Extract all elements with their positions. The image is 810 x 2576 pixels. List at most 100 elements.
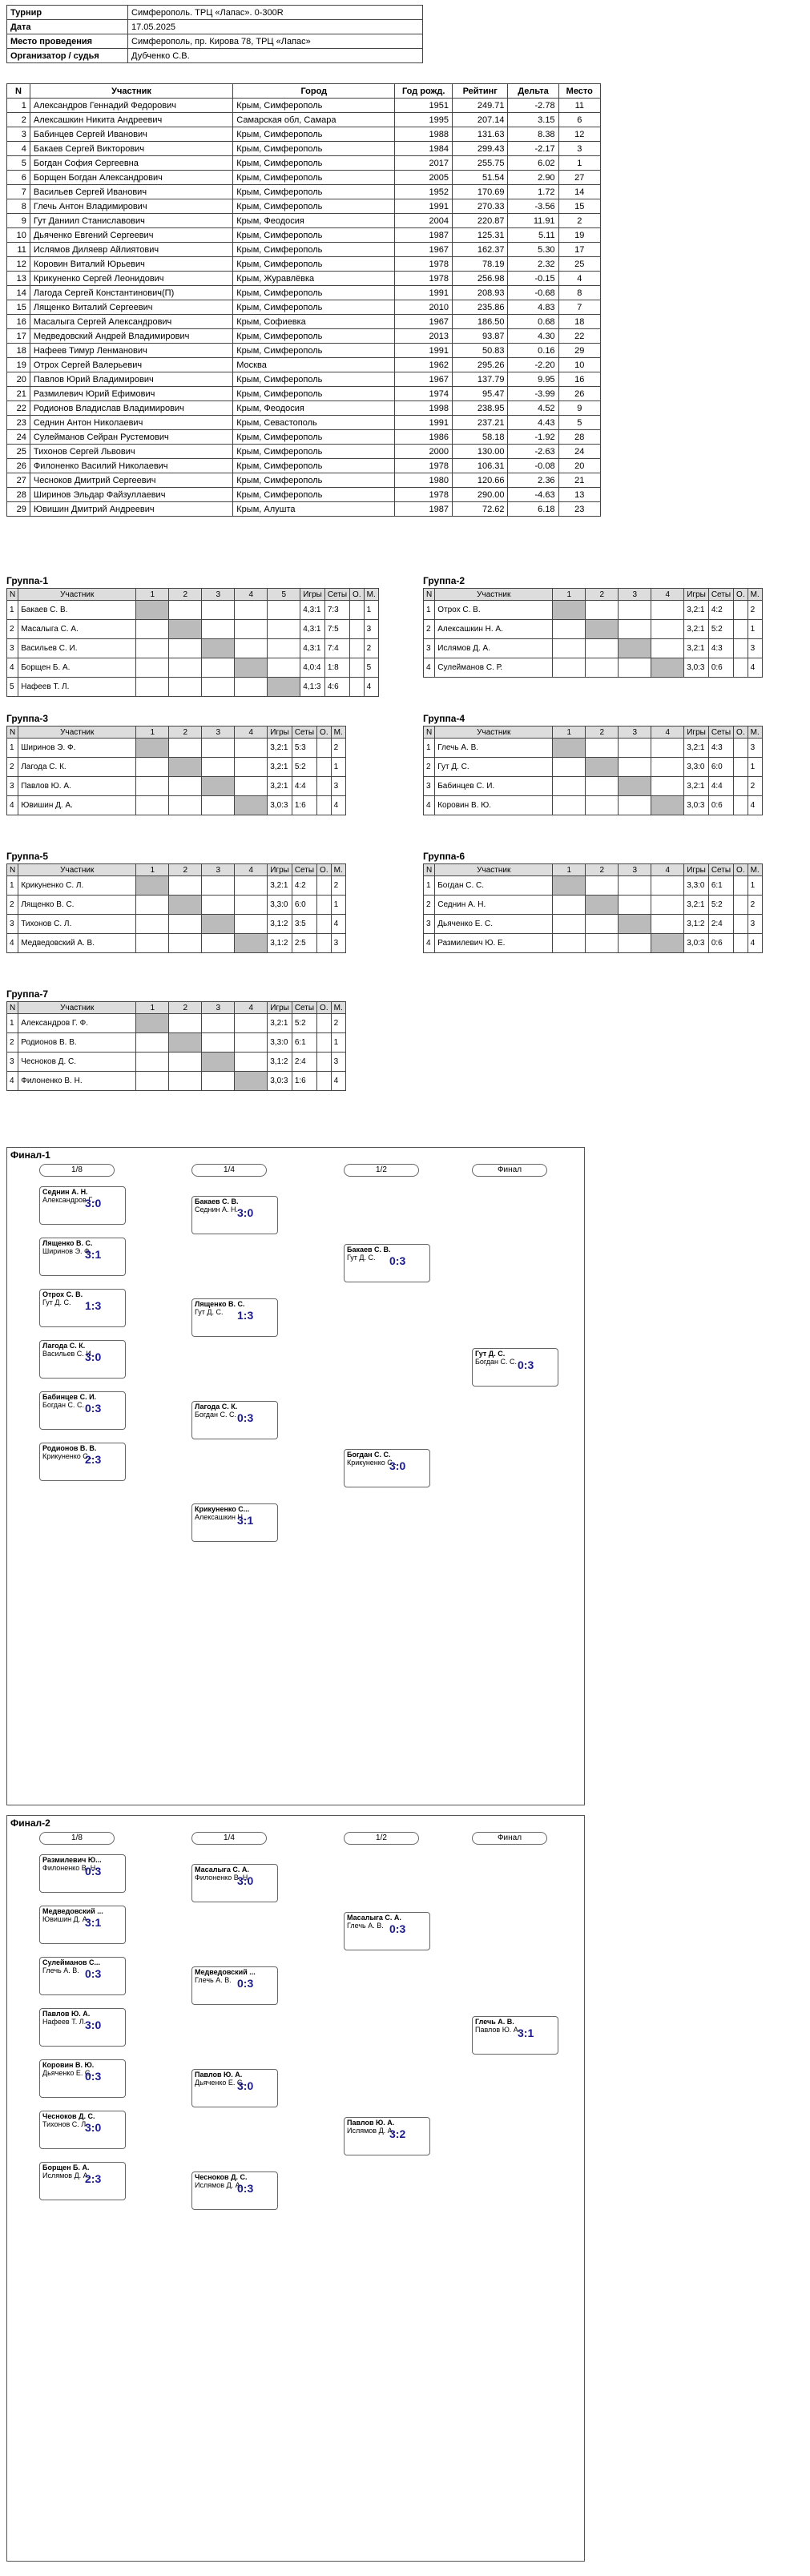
table-cell: 25	[6, 444, 30, 459]
group-score-cell	[135, 933, 170, 953]
table-cell: 11.91	[507, 213, 559, 228]
match-score: 3:0	[237, 1874, 254, 1887]
group-games: 3,2:1	[683, 738, 709, 758]
group-column-header: 3	[201, 1001, 236, 1014]
group-score-cell	[651, 619, 685, 639]
group-row-number: 3	[422, 638, 436, 658]
group-games: 3,1:2	[267, 933, 292, 953]
group-score-cell	[201, 795, 236, 815]
group-score-cell	[234, 776, 268, 796]
group-column-header: 3	[618, 863, 652, 876]
r16-match: Родионов В. В.Крикуненко С...2:3	[39, 1443, 126, 1481]
table-cell: 50.83	[451, 343, 509, 358]
table-cell: 15	[6, 300, 30, 315]
group-player-name: Крикуненко С. Л.	[18, 875, 137, 896]
table-cell: 5	[6, 155, 30, 171]
group-score-cell	[201, 1013, 236, 1033]
group-score-cell	[618, 895, 652, 915]
group-self-cell	[201, 914, 236, 934]
table-cell: Нафеев Тимур Ленманович	[29, 343, 234, 358]
table-cell: Филоненко Василий Николаевич	[29, 458, 234, 473]
group-player-name: Лагода С. К.	[18, 757, 137, 777]
match-loser: Ювишин Д. А.	[42, 1915, 90, 1923]
table-cell: Крым, Симферополь	[232, 473, 396, 488]
group-player-name: Седнин А. Н.	[434, 895, 554, 915]
group-score-cell	[234, 600, 268, 620]
match-winner: Бабинцев С. И.	[42, 1393, 97, 1401]
match-score: 0:3	[237, 1977, 254, 1990]
group-row-number: 4	[422, 933, 436, 953]
info-key: Место проведения	[6, 34, 128, 49]
table-cell: Бакаев Сергей Викторович	[29, 141, 234, 156]
group-row-number: 3	[6, 638, 19, 658]
table-cell: Крым, Симферополь	[232, 155, 396, 171]
table-cell: 249.71	[451, 98, 509, 113]
group-place: 4	[747, 795, 763, 815]
quarterfinal-match: Масалыга С. А.Филоненко В. Н.3:0	[191, 1864, 278, 1902]
group-score-cell	[234, 757, 268, 777]
table-cell: 3	[6, 127, 30, 142]
group-score-cell	[135, 914, 170, 934]
table-cell: 220.87	[451, 213, 509, 228]
match-winner: Павлов Ю. А.	[195, 2071, 243, 2079]
table-cell: 1	[558, 155, 602, 171]
table-cell: 130.00	[451, 444, 509, 459]
match-score: 0:3	[85, 2070, 102, 2083]
group-games: 3,0:3	[267, 795, 292, 815]
group-column-header: 1	[135, 863, 170, 876]
group-column-header: Сеты	[291, 726, 318, 739]
table-cell: 29	[6, 501, 30, 517]
table-cell: 131.63	[451, 127, 509, 142]
group-sets: 5:3	[291, 738, 318, 758]
group-games: 3,2:1	[267, 757, 292, 777]
table-cell: 1991	[394, 199, 453, 214]
group-score-cell	[585, 658, 619, 678]
match-score: 0:3	[237, 2182, 254, 2195]
table-cell: 2004	[394, 213, 453, 228]
table-cell: 1986	[394, 429, 453, 445]
group-row-number: 1	[6, 600, 19, 620]
group-place: 1	[363, 600, 379, 620]
group-score-cell	[168, 776, 203, 796]
table-cell: 4.30	[507, 328, 559, 344]
match-loser: Гут Д. С.	[195, 1308, 224, 1316]
table-cell: 207.14	[451, 112, 509, 127]
group-sets: 6:1	[291, 1032, 318, 1053]
table-cell: -3.56	[507, 199, 559, 214]
group-games: 4,3:1	[300, 638, 325, 658]
group-player-name: Филоненко В. Н.	[18, 1071, 137, 1091]
group-self-cell	[201, 776, 236, 796]
semifinal-match: Богдан С. С.Крикуненко С...3:0	[344, 1449, 430, 1487]
group-title: Группа-3	[6, 713, 49, 724]
group-score-cell	[201, 1071, 236, 1091]
group-row-number: 1	[6, 875, 19, 896]
match-winner: Павлов Ю. А.	[42, 2010, 91, 2018]
group-self-cell	[618, 914, 652, 934]
table-cell: 22	[6, 400, 30, 416]
table-cell: Крикуненко Сергей Леонидович	[29, 271, 234, 286]
table-cell: 1978	[394, 487, 453, 502]
table-cell: 1967	[394, 372, 453, 387]
group-sets: 4:3	[707, 638, 735, 658]
table-cell: 2	[6, 112, 30, 127]
group-player-name: Алексашкин Н. А.	[434, 619, 554, 639]
stage-label: 1/8	[39, 1832, 115, 1845]
quarterfinal-match: Медведовский ...Глечь А. В.0:3	[191, 1966, 278, 2005]
